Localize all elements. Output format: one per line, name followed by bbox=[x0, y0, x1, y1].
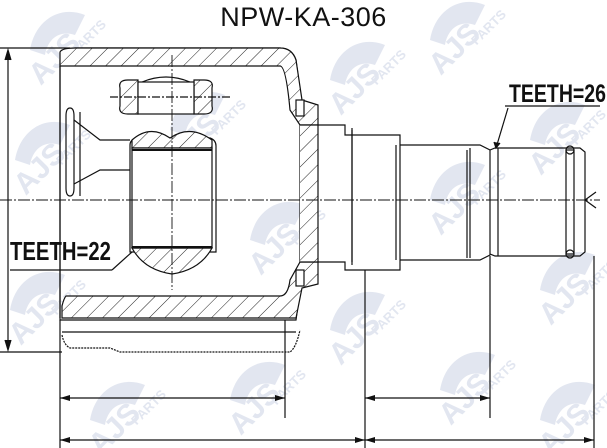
part-number-title: NPW-KA-306 bbox=[220, 2, 387, 32]
outer-teeth-label: TEETH=26 bbox=[509, 80, 607, 108]
inner-teeth-label: TEETH=22 bbox=[10, 236, 111, 266]
